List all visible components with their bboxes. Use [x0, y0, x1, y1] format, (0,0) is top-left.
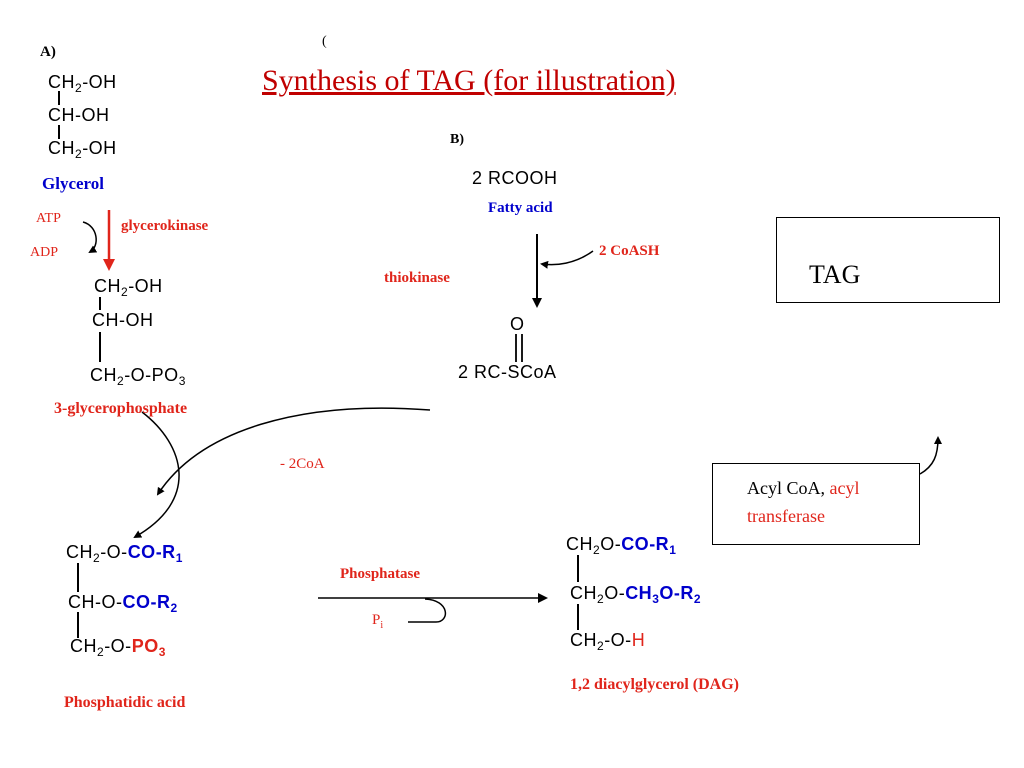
rcooh-formula: 2 RCOOH — [472, 168, 558, 188]
adp-label: ADP — [30, 245, 59, 260]
pa-row-1: CH2-O-CO-R1 — [66, 542, 183, 565]
glycerol-line-1: CH2-OH — [48, 72, 117, 95]
glycerol-line-2: CH-OH — [48, 105, 110, 125]
section-a-label: A) — [40, 44, 56, 60]
glycerokinase-label: glycerokinase — [121, 218, 209, 234]
fatty-acid-name: Fatty acid — [488, 200, 553, 216]
g3p-line-2: CH-OH — [92, 310, 154, 330]
phosphatase-label: Phosphatase — [340, 566, 421, 582]
transferase-line: transferase — [747, 506, 825, 526]
stray-mark: ( — [322, 34, 327, 49]
atp-label: ATP — [36, 211, 61, 226]
g3p-line-1: CH2-OH — [94, 276, 163, 299]
g3p-name: 3-glycerophosphate — [54, 400, 188, 417]
pa-row-3: CH2-O-PO3 — [70, 636, 166, 659]
g3p-line-3: CH2-O-PO3 — [90, 365, 186, 388]
carbonyl-oxygen: O — [510, 314, 525, 334]
section-b-label: B) — [450, 132, 464, 147]
pi-curve — [408, 598, 447, 623]
dag-row-2: CH2O-CH3O-R2 — [570, 583, 702, 606]
dag-row-1: CH2O-CO-R1 — [566, 534, 677, 557]
tag-arrow — [919, 436, 942, 475]
acyl-coa-line: Acyl CoA, acyl — [747, 478, 860, 498]
dag-name: 1,2 diacylglycerol (DAG) — [570, 676, 740, 693]
tag-box: TAG — [776, 217, 1000, 303]
acyl-transferase-box: Acyl CoA, acyl transferase — [712, 463, 920, 545]
minus-coa-label: - 2CoA — [280, 456, 325, 472]
phosphatidic-acid-name: Phosphatidic acid — [64, 694, 186, 711]
g3p-curve — [133, 411, 180, 538]
atp-adp-curve — [82, 221, 98, 254]
dag-row-3: CH2-O-H — [570, 630, 646, 653]
glycerol-name: Glycerol — [42, 174, 104, 193]
thiokinase-label: thiokinase — [384, 270, 450, 286]
coash-label: 2 CoASH — [599, 243, 660, 259]
pi-label: Pi — [372, 612, 384, 631]
acyl-coa-curve — [156, 407, 431, 496]
tag-label: TAG — [809, 260, 861, 289]
coash-curve — [540, 250, 594, 269]
acyl-coa-formula: 2 RC-SCoA — [458, 362, 557, 382]
pa-row-2: CH-O-CO-R2 — [68, 592, 178, 615]
page-title: Synthesis of TAG (for illustration) — [262, 64, 676, 97]
glycerol-line-3: CH2-OH — [48, 138, 117, 161]
